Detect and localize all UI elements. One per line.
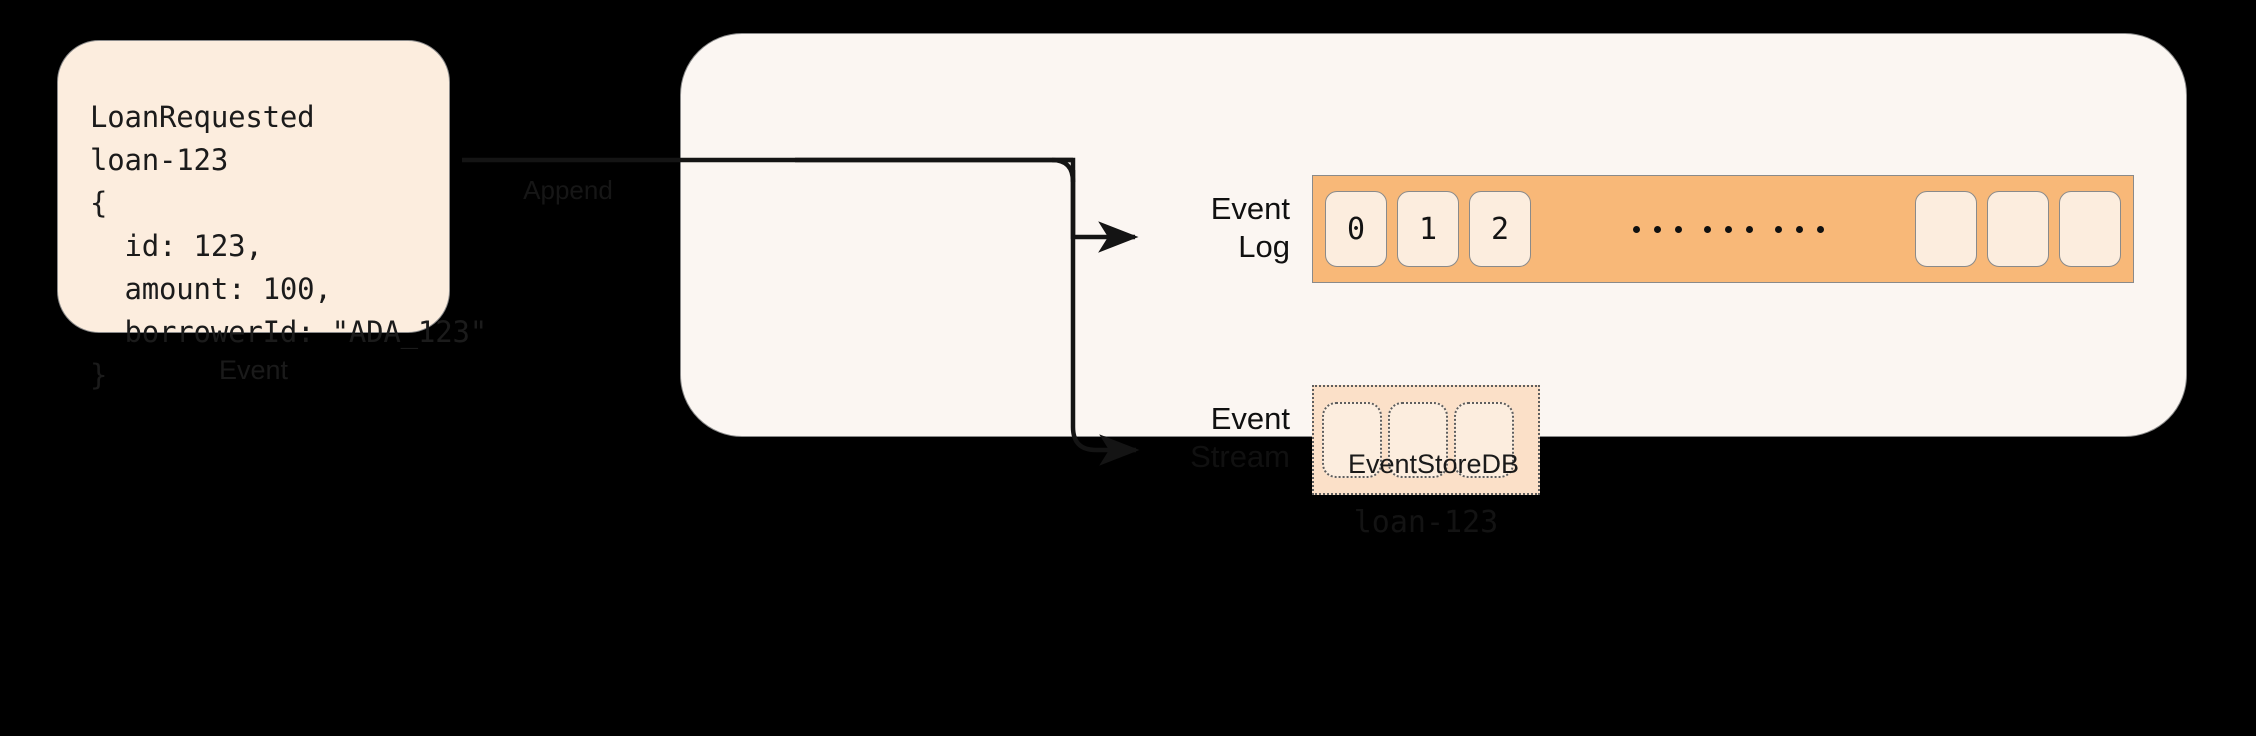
- dot-group: [1774, 225, 1824, 233]
- dot: [1674, 225, 1682, 233]
- event-log-cell-empty[interactable]: [2059, 191, 2121, 267]
- eventstoredb-caption: EventStoreDB: [1347, 449, 1520, 479]
- dot: [1632, 225, 1640, 233]
- dot-group: [1703, 225, 1753, 233]
- event-log-bar: 0 1 2: [1312, 175, 2134, 283]
- event-card-caption: Event: [218, 355, 289, 385]
- dot: [1724, 225, 1732, 233]
- event-stream-cell[interactable]: [1388, 402, 1448, 478]
- event-stream-label: Event Stream: [1190, 401, 1290, 474]
- event-stream-cell[interactable]: [1454, 402, 1514, 478]
- event-log-cell-empty[interactable]: [1915, 191, 1977, 267]
- event-log-ellipsis: [1541, 225, 1915, 233]
- dot: [1795, 225, 1803, 233]
- dot: [1816, 225, 1824, 233]
- event-card: LoanRequested loan-123 { id: 123, amount…: [57, 40, 487, 392]
- event-log-cell-empty[interactable]: [1987, 191, 2049, 267]
- dot: [1703, 225, 1711, 233]
- event-stream-name: loan-123: [1353, 505, 1499, 540]
- dot: [1774, 225, 1782, 233]
- dot: [1745, 225, 1753, 233]
- event-log-cell[interactable]: 1: [1397, 191, 1459, 267]
- append-edge-label: Append: [523, 175, 613, 205]
- event-log-cell[interactable]: 2: [1469, 191, 1531, 267]
- event-log-cell[interactable]: 0: [1325, 191, 1387, 267]
- event-stream-box: [1312, 385, 1540, 495]
- event-payload-code: LoanRequested loan-123 { id: 123, amount…: [90, 100, 487, 392]
- dot: [1653, 225, 1661, 233]
- dot-group: [1632, 225, 1682, 233]
- event-stream-cell[interactable]: [1322, 402, 1382, 478]
- event-log-label: Event Log: [1210, 191, 1290, 264]
